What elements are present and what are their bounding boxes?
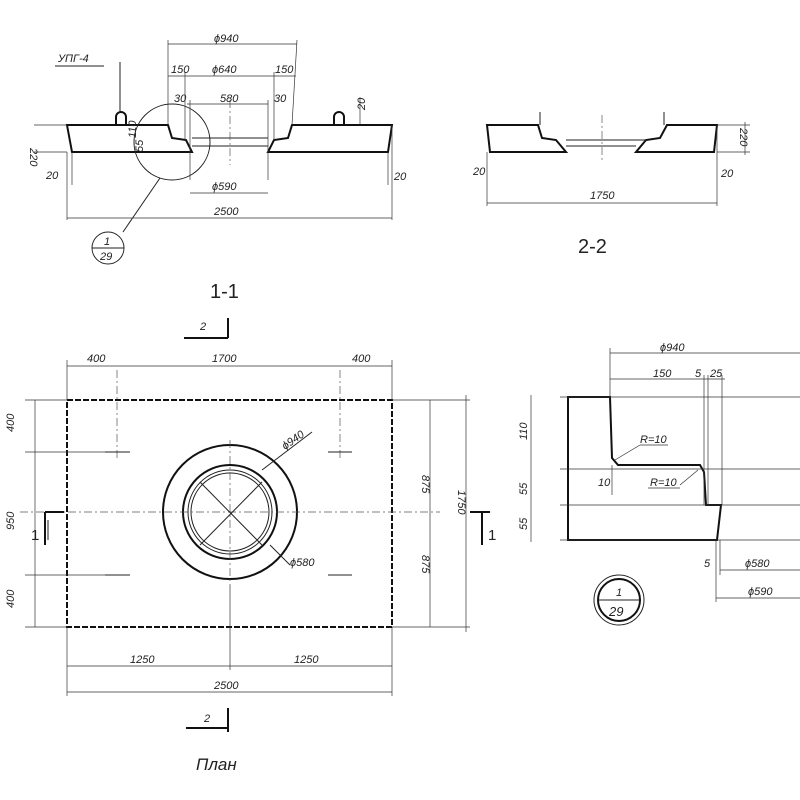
detail-1: ϕ940 150 5 25 110 55 55 R=10 R=10 10 5 ϕ… <box>518 342 800 626</box>
dim-10: 10 <box>598 477 611 489</box>
dim-950: 950 <box>5 511 17 530</box>
callout-number: 1 <box>616 587 622 599</box>
dim-150: 150 <box>653 368 672 380</box>
dim-875-bottom: 875 <box>419 555 431 574</box>
dim-400-right: 400 <box>352 353 371 365</box>
dim-loop-20: 20 <box>356 97 368 111</box>
cut-mark-top: 2 <box>184 318 229 339</box>
dim-400-left: 400 <box>87 353 106 365</box>
dim-400-bottom: 400 <box>5 589 17 608</box>
dim-d590: ϕ590 <box>748 586 773 598</box>
loop-label: УПГ-4 <box>57 53 89 65</box>
dim-150-left: 150 <box>171 64 190 76</box>
detail-callout-circle <box>133 103 211 181</box>
dim-2500: 2500 <box>213 206 239 218</box>
dim-150-right: 150 <box>275 64 294 76</box>
cut-mark-right: 1 <box>470 511 496 545</box>
cut-label-bottom: 2 <box>203 713 210 725</box>
dim-580: 580 <box>220 93 239 105</box>
dim-220: 220 <box>27 147 39 167</box>
dim-1750: 1750 <box>455 490 467 515</box>
plan-view: 400 1700 400 400 950 400 875 875 1750 12… <box>5 318 496 774</box>
section-2-2: 220 20 20 1750 2-2 <box>472 112 750 258</box>
dim-55: 55 <box>134 139 146 152</box>
dim-d940: ϕ940 <box>214 33 239 45</box>
dim-25: 25 <box>709 368 723 380</box>
lifting-loop-left <box>115 111 127 125</box>
dim-1750: 1750 <box>590 190 615 202</box>
dim-220: 220 <box>737 127 749 147</box>
dim-5-bottom: 5 <box>704 558 711 570</box>
cut-mark-left: 1 <box>31 511 64 545</box>
section-title-2-2: 2-2 <box>578 236 607 258</box>
cut-label-left: 1 <box>31 527 39 544</box>
dim-d580: ϕ580 <box>745 558 770 570</box>
plan-title: План <box>196 755 237 774</box>
dim-30-right: 30 <box>274 93 287 105</box>
dim-20-left: 20 <box>45 170 59 182</box>
dim-d940: ϕ940 <box>280 428 308 452</box>
radius-upper: R=10 <box>640 434 667 446</box>
cut-label-top: 2 <box>199 321 206 333</box>
dim-875-top: 875 <box>419 475 431 494</box>
dim-20-right: 20 <box>720 168 734 180</box>
dim-20-left: 20 <box>472 166 486 178</box>
section-1-1: УПГ-4 ϕ940 150 ϕ640 150 30 580 30 20 220… <box>27 33 407 303</box>
dim-d640: ϕ640 <box>212 64 237 76</box>
dim-110: 110 <box>127 120 139 138</box>
cut-label-right: 1 <box>488 527 496 544</box>
section-title-1-1: 1-1 <box>210 281 239 303</box>
dim-55-top: 55 <box>518 482 530 495</box>
dim-d940: ϕ940 <box>660 342 685 354</box>
lifting-loop-right <box>333 111 345 125</box>
dim-1250-right: 1250 <box>294 654 319 666</box>
dim-2500: 2500 <box>213 680 239 692</box>
dim-20-right: 20 <box>393 171 407 183</box>
dim-110: 110 <box>518 422 530 440</box>
radius-lower: R=10 <box>650 477 677 489</box>
dim-d580: ϕ580 <box>290 557 315 569</box>
callout-number: 1 <box>104 236 110 248</box>
dim-5-top: 5 <box>695 368 702 380</box>
dim-1700: 1700 <box>212 353 237 365</box>
callout-sheet: 29 <box>99 251 112 263</box>
dim-400-top: 400 <box>5 413 17 432</box>
dim-1250-left: 1250 <box>130 654 155 666</box>
dim-55-bottom: 55 <box>518 517 530 530</box>
callout-sheet: 29 <box>608 604 623 619</box>
dim-d590: ϕ590 <box>212 181 237 193</box>
cut-mark-bottom: 2 <box>186 708 229 732</box>
dim-30-left: 30 <box>174 93 187 105</box>
